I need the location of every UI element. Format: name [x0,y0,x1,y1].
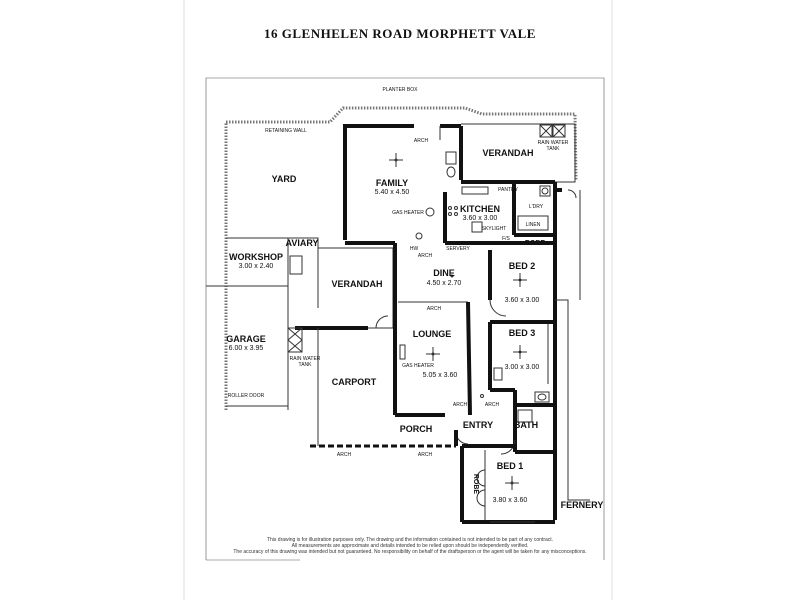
entry-name: ENTRY [463,420,493,430]
ceiling-fan-icon [389,153,403,167]
retaining-wall-label: RETAINING WALL [265,128,307,134]
lounge-dims: 5.05 x 3.60 [423,372,458,379]
ldry-name: L'DRY [529,204,544,210]
garage-dims: 6.00 x 3.95 [229,345,264,352]
fernery-name: FERNERY [561,500,604,510]
porch-name: PORCH [400,424,433,434]
lounge-name: LOUNGE [413,329,452,339]
arch-label-dine: ARCH [418,253,433,259]
aviary-name: AVIARY [285,238,318,248]
gas-heater-label-lounge: GAS HEATER [402,363,434,369]
bed3-dims: 3.00 x 3.00 [505,364,540,371]
ceiling-fan-icon [513,345,527,359]
pantry-label: PANTRY [498,187,518,193]
dine-dims: 4.50 x 2.70 [427,280,462,287]
bed1-name: BED 1 [497,461,524,471]
rain-water-label-garage: RAIN WATER [290,356,321,362]
rain-water-label-top: RAIN WATER [538,140,569,146]
family-dims: 5.40 x 4.50 [375,189,410,196]
ceiling-fan-icon [513,273,527,287]
roller-door-label: ROLLER DOOR [228,393,265,399]
bed1-dims: 3.80 x 3.60 [493,497,528,504]
bed2-dims: 3.60 x 3.00 [505,297,540,304]
bath-name: BATH [514,420,538,430]
arch-label-carport: ARCH [337,452,352,458]
carport-name: CARPORT [332,377,377,387]
robe-bed1-name: ROBE [472,474,479,495]
disclaimer: This drawing is for illustration purpose… [200,537,620,555]
disclaimer-line: The accuracy of this drawing was intende… [233,549,587,555]
yard-name: YARD [272,174,297,184]
kitchen-name: KITCHEN [460,204,500,214]
arch-label-entry: ARCH [453,402,468,408]
arch-label-family: ARCH [414,138,429,144]
skylight-label: SKYLIGHT [482,226,507,232]
ceiling-fan-icon [426,347,440,361]
workshop-name: WORKSHOP [229,252,283,262]
ceiling-fan-icon [505,476,519,490]
plan-title: 16 GLENHELEN ROAD MORPHETT VALE [264,26,536,41]
family-name: FAMILY [376,178,408,188]
property-boundary [205,77,605,560]
bed3-name: BED 3 [509,328,536,338]
ceiling-fan-icon [450,274,454,278]
bed2-name: BED 2 [509,261,536,271]
tank-label-top: TANK [547,146,561,152]
rain-water-tank-icon [539,124,553,138]
family-walls [343,124,414,240]
arch-label-lounge: ARCH [427,306,442,312]
planter-box-label: PLANTER BOX [382,87,418,93]
linen-name: LINEN [526,222,541,228]
arch-label-hall: ARCH [485,402,500,408]
tank-label-garage: TANK [299,362,313,368]
disclaimer-line: All measurements are approximate and det… [291,543,529,549]
verandah-mid-name: VERANDAH [331,279,382,289]
servery-label: SERVERY [446,246,470,252]
arch-label-porch: ARCH [418,452,433,458]
kitchen-dims: 3.60 x 3.00 [463,215,498,222]
retaining-wall [224,106,578,410]
hw-label: HW [410,246,419,252]
gas-heater-label-family: GAS HEATER [392,210,424,216]
dine-name: DINE [433,268,455,278]
disclaimer-line: This drawing is for illustration purpose… [266,537,554,543]
workshop-dims: 3.00 x 2.40 [239,263,274,270]
cooktop-icon [448,206,458,216]
verandah-top-name: VERANDAH [482,148,533,158]
rain-water-tank-icon [287,327,303,353]
garage-name: GARAGE [226,334,266,344]
fs-label: F/S [502,236,510,242]
